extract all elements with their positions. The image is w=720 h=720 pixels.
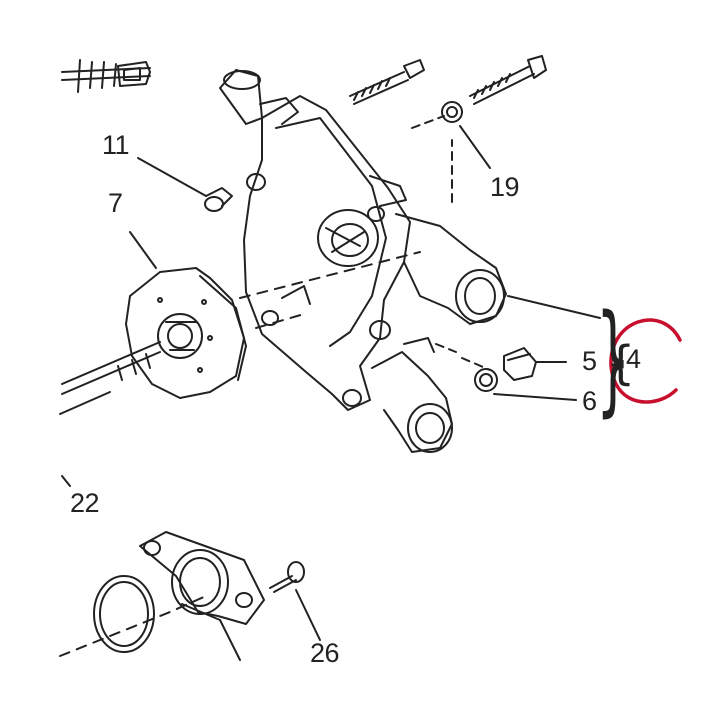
centerline-impeller	[239, 251, 421, 329]
leader-7	[129, 231, 157, 269]
group-brace-small: {	[606, 336, 636, 390]
bolt-top-left	[349, 59, 425, 105]
callout-6: 6	[582, 386, 597, 416]
leader-22	[61, 475, 71, 487]
connector-fragment	[61, 59, 151, 93]
centerline-19	[411, 115, 453, 203]
callout-22: 22	[70, 488, 100, 518]
callout-5: 5	[582, 346, 597, 376]
plug-5	[503, 347, 537, 381]
centerline-cover	[59, 595, 207, 657]
centerline-6	[435, 343, 491, 371]
callout-19: 19	[490, 172, 520, 202]
o-ring	[93, 575, 155, 653]
callout-11: 11	[102, 130, 130, 160]
screw-26	[269, 561, 305, 593]
bolt-top-right	[469, 55, 547, 105]
callout-7: 7	[108, 188, 123, 218]
washer-19	[441, 101, 463, 123]
callout-26: 26	[310, 638, 340, 668]
callout-4: 4	[626, 344, 641, 374]
pump-housing	[219, 69, 507, 453]
leader-housing	[507, 295, 601, 319]
sleeve-11	[204, 187, 233, 212]
leader-19	[459, 125, 491, 169]
washer-6	[474, 368, 498, 392]
leader-6	[493, 393, 577, 401]
highlight-circle	[609, 318, 682, 404]
leader-26	[295, 589, 321, 641]
cover-plate	[139, 531, 265, 661]
shaft	[59, 341, 161, 415]
leader-11	[137, 157, 207, 197]
group-brace-right: }	[596, 290, 631, 429]
impeller-7	[125, 267, 247, 399]
